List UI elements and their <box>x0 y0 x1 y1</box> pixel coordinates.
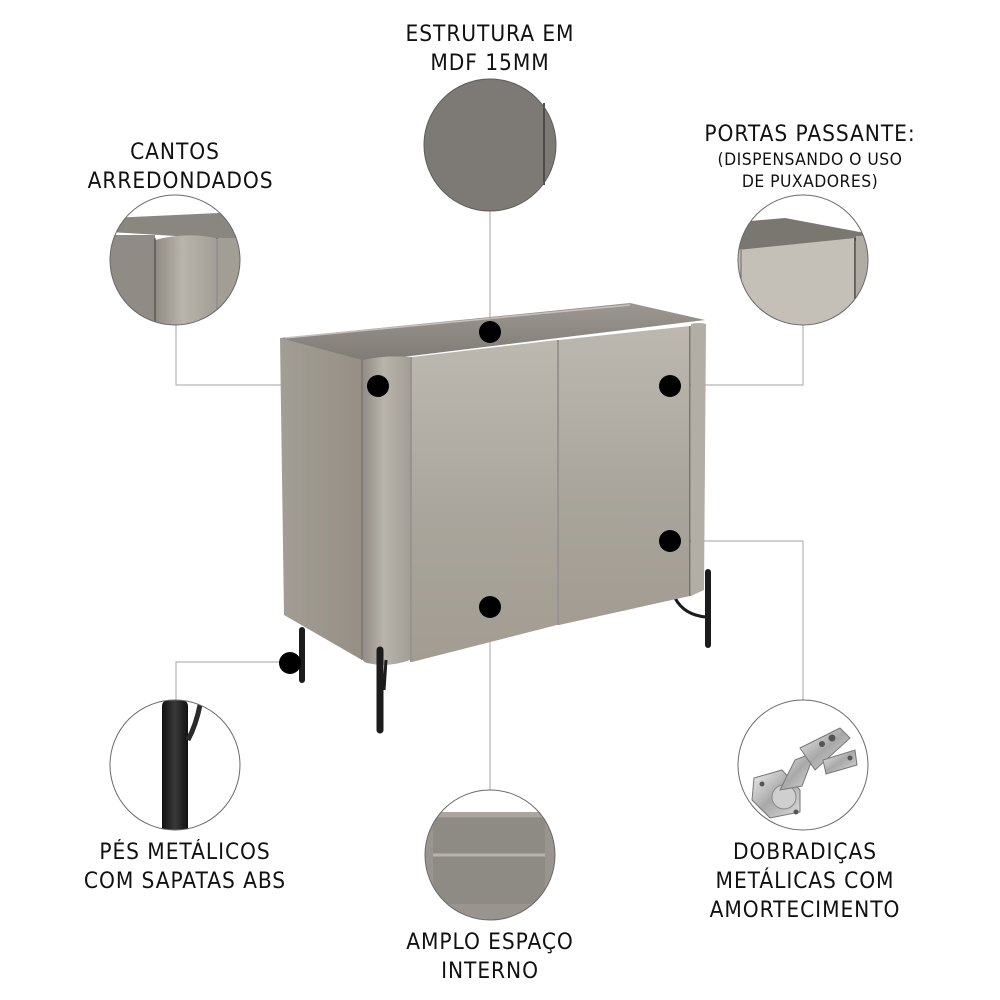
callout-label-top-right-line3: DE PUXADORES) <box>741 172 879 192</box>
callout-label-bottom-left-line1: PÉS METÁLICOS <box>99 840 271 865</box>
callout-label-bottom-center-line1: AMPLO ESPAÇO <box>406 930 574 955</box>
leader-line-bottom-left <box>175 661 290 700</box>
callout-label-top-right: PORTAS PASSANTE: (DISPENSANDO O USO DE P… <box>700 120 921 193</box>
callout-label-bottom-center: AMPLO ESPAÇO INTERNO <box>389 928 591 986</box>
callout-label-bottom-center-line2: INTERNO <box>441 959 539 984</box>
callout-label-top-right-line1: PORTAS PASSANTE: <box>704 122 916 147</box>
marker-dots <box>279 321 681 674</box>
cabinet-icon <box>280 303 711 734</box>
callout-label-top-left-line1: CANTOS <box>130 140 220 165</box>
callout-label-top-left: CANTOS ARREDONDADOS <box>87 138 274 196</box>
marker-dot-top-left <box>367 375 389 397</box>
callout-label-top: ESTRUTURA EM MDF 15MM <box>398 20 582 78</box>
callout-label-bottom-right-line2: METÁLICAS COM <box>715 869 895 894</box>
callout-label-top-right-line2: (DISPENSANDO O USO <box>717 150 903 170</box>
callout-label-bottom-left-line2: COM SAPATAS ABS <box>83 869 287 894</box>
marker-dot-bottom-left <box>279 652 301 674</box>
callout-label-top-line2: MDF 15MM <box>430 51 550 76</box>
door-edge-detail <box>737 194 869 326</box>
callout-label-top-left-line2: ARREDONDADOS <box>87 169 274 194</box>
marker-dot-bottom-center <box>479 596 501 618</box>
callout-label-top-line1: ESTRUTURA EM <box>405 22 575 47</box>
marker-dot-top-right <box>659 375 681 397</box>
callout-label-bottom-right: DOBRADIÇAS METÁLICAS COM AMORTECIMENTO <box>699 838 911 925</box>
hinge-detail <box>737 699 869 831</box>
marker-dot-top <box>479 321 501 343</box>
leader-line-top-right <box>670 325 804 386</box>
interior-shelf-detail <box>424 789 556 921</box>
callout-label-bottom-right-line1: DOBRADIÇAS <box>732 840 878 865</box>
metal-leg-detail <box>109 699 241 831</box>
callout-label-bottom-left: PÉS METÁLICOS COM SAPATAS ABS <box>70 838 300 896</box>
marker-dot-bottom-right <box>659 530 681 552</box>
callout-label-bottom-right-line3: AMORTECIMENTO <box>709 898 901 923</box>
rounded-corner-detail <box>109 194 241 326</box>
leader-line-bottom-right <box>670 540 804 700</box>
mdf-panel-detail <box>423 78 557 212</box>
